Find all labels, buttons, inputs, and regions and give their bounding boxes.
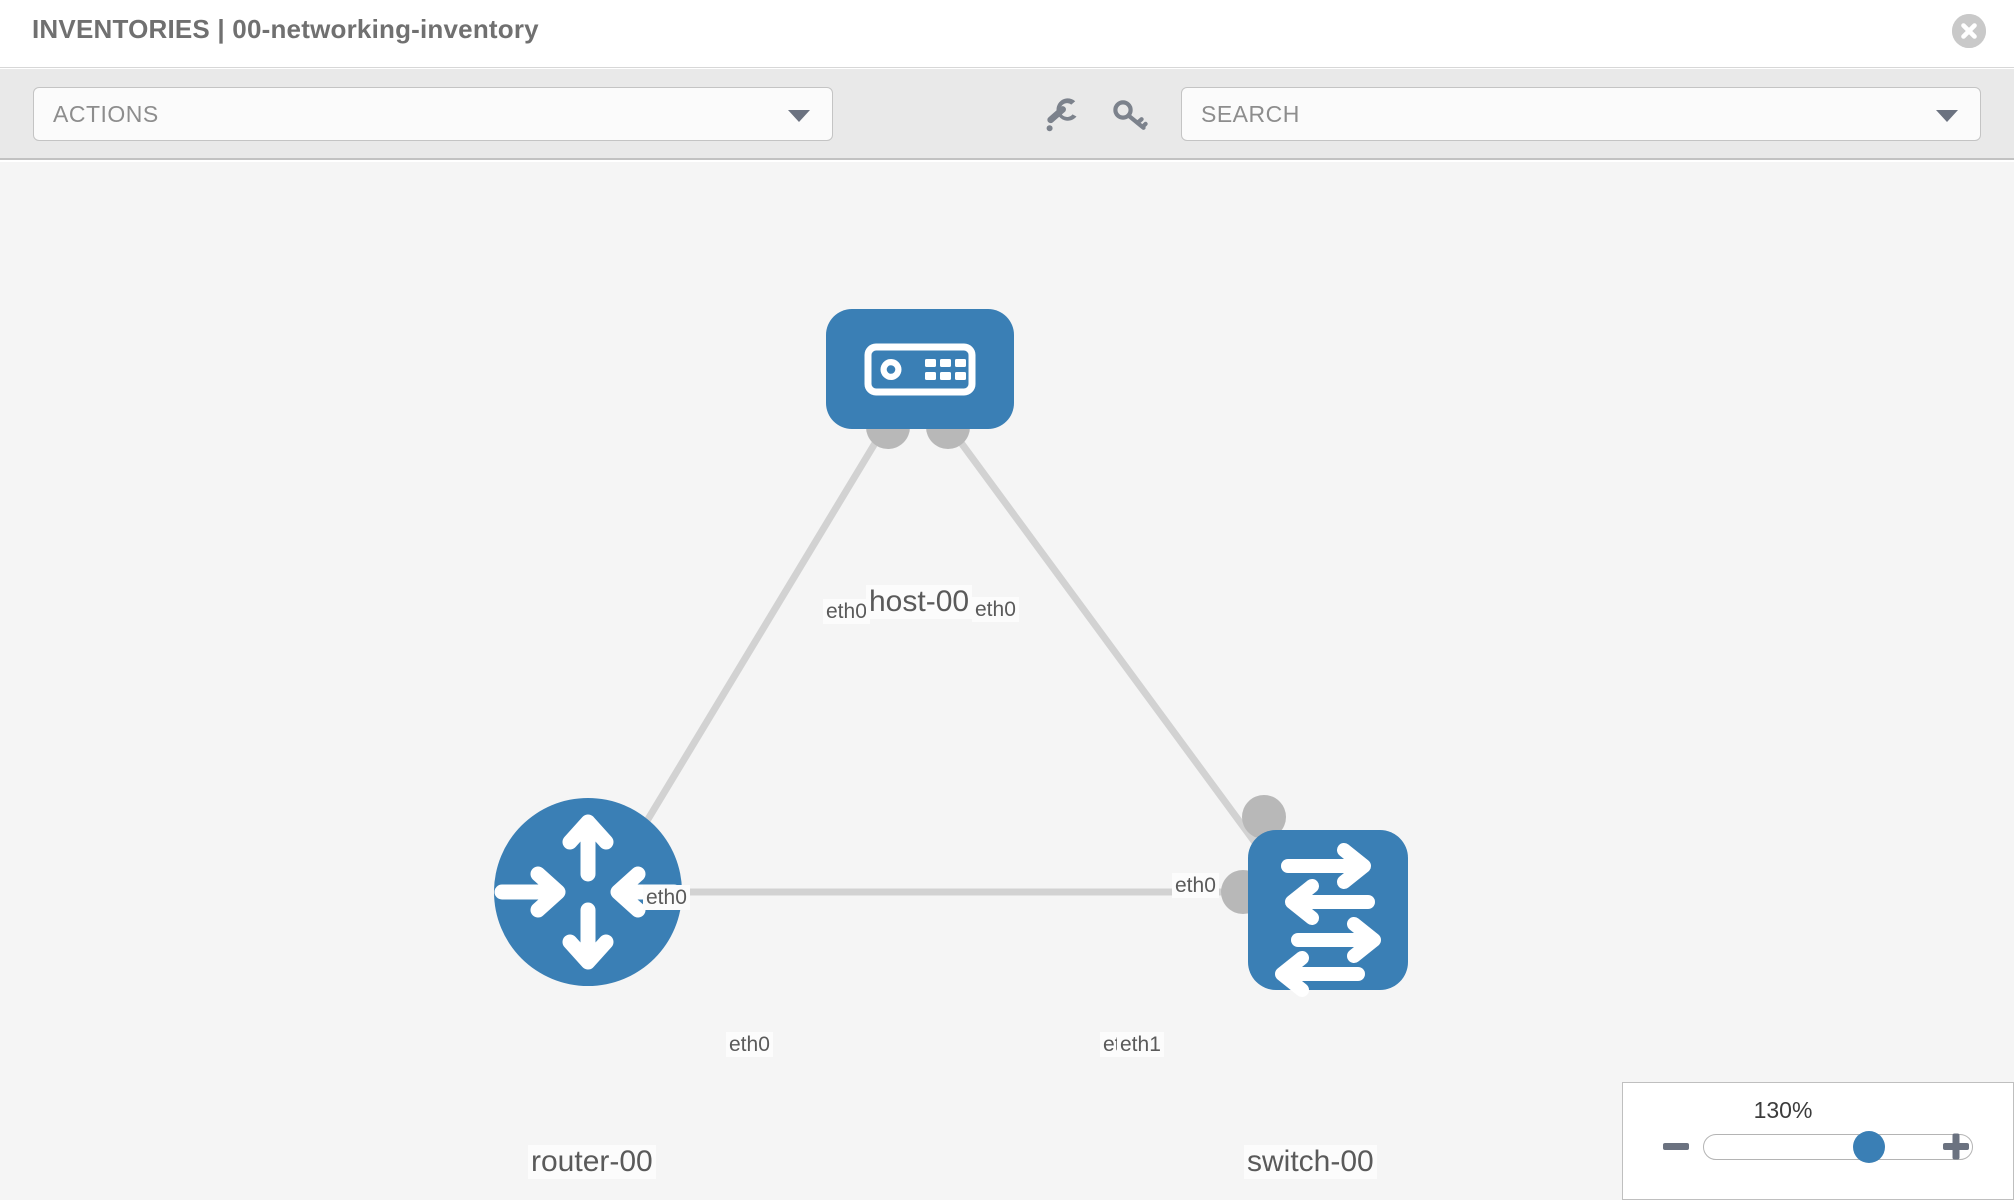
minus-icon[interactable]	[1659, 1129, 1693, 1163]
toolbar: ACTIONS SEARC	[0, 69, 2014, 160]
node-switch-00	[1248, 830, 1408, 997]
edge-label: eth0	[972, 597, 1019, 622]
connector-switch-top	[1242, 795, 1286, 839]
topology-canvas[interactable]: eth0 eth0 eth0 eth0 eth0 eth eth1 host-0…	[0, 162, 2014, 1200]
edge-host-router	[624, 423, 889, 856]
page-header: INVENTORIES | 00-networking-inventory	[0, 0, 2014, 68]
node-label-router-00: router-00	[528, 1145, 656, 1179]
node-router-00	[494, 798, 682, 986]
zoom-slider-thumb[interactable]	[1852, 1131, 1885, 1163]
edge-label: eth0	[643, 885, 690, 910]
chevron-down-icon	[1936, 110, 1958, 122]
edge-label: eth0	[726, 1032, 773, 1057]
topology-connectors	[630, 405, 1286, 914]
key-icon[interactable]	[1110, 97, 1150, 135]
edge-host-switch	[945, 422, 1265, 855]
node-host-00	[826, 309, 1014, 429]
page-title: INVENTORIES | 00-networking-inventory	[32, 14, 539, 44]
edge-label: eth0	[1172, 873, 1219, 898]
server-appliance-icon	[864, 343, 976, 396]
topology-edges	[624, 422, 1265, 896]
close-icon[interactable]	[1952, 14, 1986, 48]
switch-arrows-icon	[1275, 843, 1381, 997]
search-input[interactable]: SEARCH	[1181, 87, 1981, 141]
actions-dropdown-label: ACTIONS	[53, 101, 159, 127]
edge-label: eth1	[1117, 1032, 1164, 1057]
edge-label: eth0	[823, 599, 870, 624]
search-placeholder: SEARCH	[1201, 101, 1300, 127]
node-label-host-00: host-00	[866, 585, 973, 619]
node-label-switch-00: switch-00	[1244, 1145, 1377, 1179]
chevron-down-icon	[788, 110, 810, 122]
zoom-control-panel: 130%	[1622, 1082, 2014, 1200]
zoom-level-label: 130%	[1753, 1097, 1813, 1123]
actions-dropdown[interactable]: ACTIONS	[33, 87, 833, 141]
zoom-slider[interactable]	[1703, 1131, 1973, 1163]
plus-icon[interactable]	[1939, 1129, 1973, 1163]
wrench-icon[interactable]	[1042, 97, 1082, 135]
